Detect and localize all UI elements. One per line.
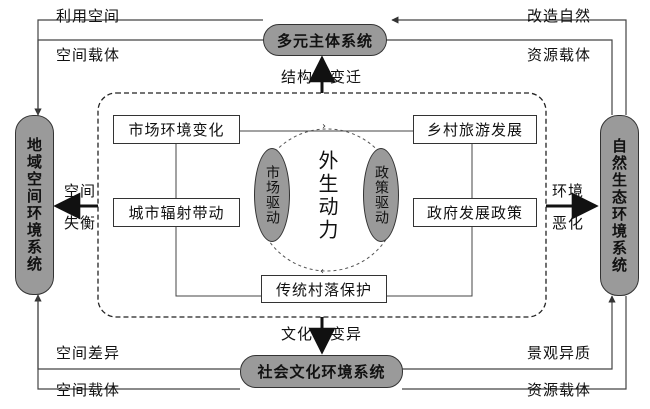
node-multi-actor-system: 多元主体系统	[263, 24, 387, 56]
label-space-carrier-top: 空间载体	[56, 46, 121, 64]
svg-text:›: ›	[322, 121, 326, 132]
label-landscape-heterogeneity: 景观异质	[527, 344, 592, 362]
label-imbalance: 失衡	[64, 214, 97, 232]
label-culture: 文化	[281, 325, 314, 343]
outer-loop-bottom	[34, 294, 627, 390]
node-regional-space-system: 地域空间环境系统	[15, 115, 54, 295]
ellipse-policy-driver: 政策驱动	[363, 148, 399, 242]
label-use-space: 利用空间	[56, 7, 121, 25]
box-gov-policy: 政府发展政策	[413, 198, 537, 227]
label-structure: 结构	[281, 68, 314, 86]
box-rural-tourism: 乡村旅游发展	[413, 115, 537, 144]
box-village-protection: 传统村落保护	[261, 275, 387, 303]
label-resource-carrier-bottom: 资源载体	[527, 381, 592, 399]
label-space-difference: 空间差异	[56, 344, 121, 362]
outer-loop-top	[34, 16, 627, 120]
label-variation: 变异	[330, 325, 363, 343]
box-market-change: 市场环境变化	[113, 115, 240, 144]
box-city-radiation: 城市辐射带动	[113, 198, 240, 227]
label-deterioration: 恶化	[552, 214, 585, 232]
label-resource-carrier-top: 资源载体	[527, 46, 592, 64]
svg-text:‹: ‹	[320, 266, 324, 277]
label-space: 空间	[64, 182, 97, 200]
node-social-culture-system: 社会文化环境系统	[240, 355, 403, 388]
label-transform-nature: 改造自然	[527, 7, 592, 25]
ellipse-market-driver: 市场驱动	[254, 148, 290, 242]
label-change: 变迁	[330, 68, 363, 86]
label-environment: 环境	[552, 182, 585, 200]
center-title-col1: 外生动力	[315, 150, 339, 242]
node-natural-ecology-system: 自然生态环境系统	[600, 115, 639, 296]
label-space-carrier-bottom: 空间载体	[56, 381, 121, 399]
